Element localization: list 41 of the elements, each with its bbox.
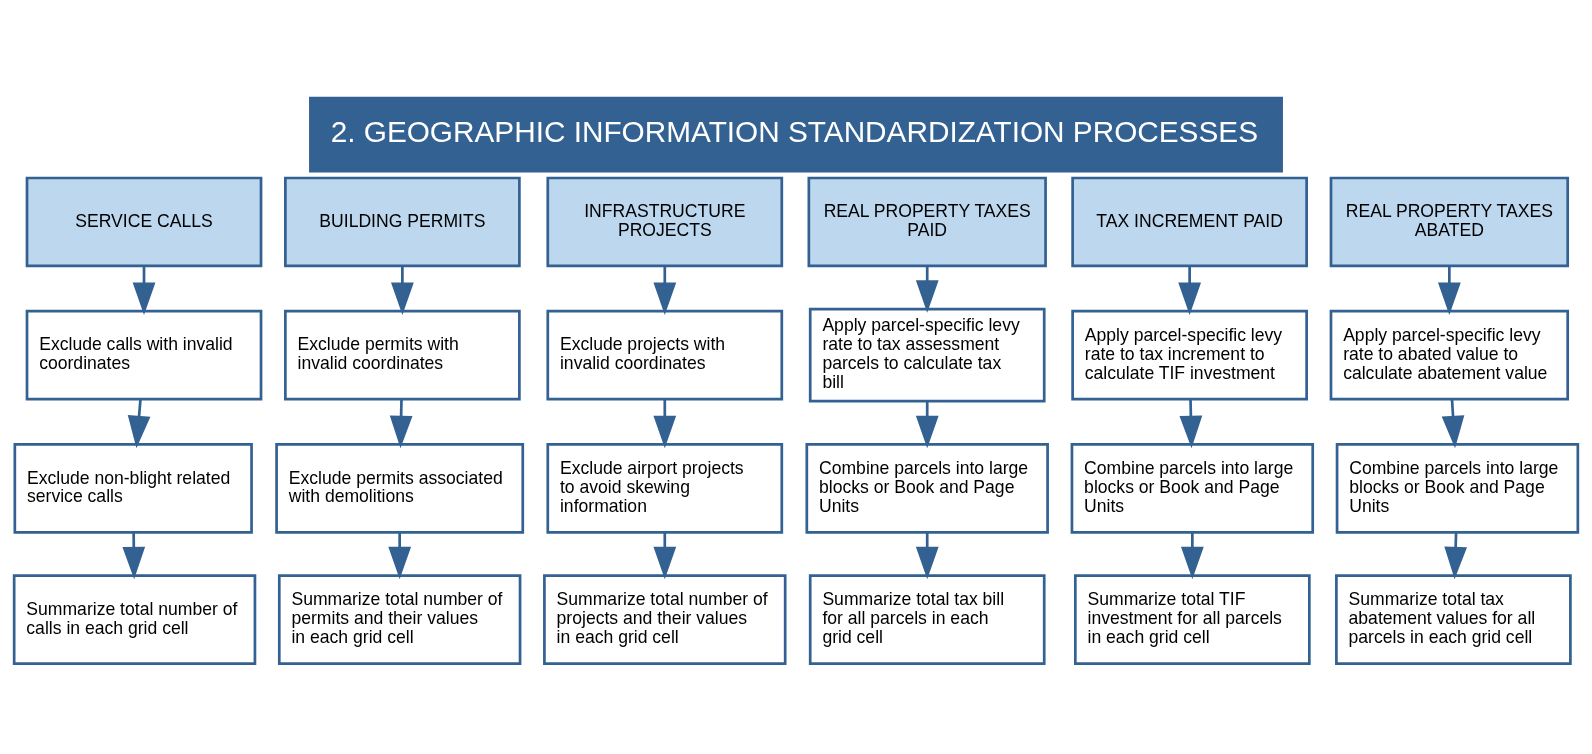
node-box: Exclude permits associated with demolitions <box>275 442 525 534</box>
arrow <box>1179 398 1203 448</box>
node-box: SERVICE CALLS <box>25 176 263 267</box>
node-box: Exclude projects with invalid coordinates <box>546 309 784 400</box>
node-box: Exclude permits with invalid coordinates <box>284 309 521 400</box>
node-box: REAL PROPERTY TAXES PAID <box>807 176 1047 267</box>
node-box: Combine parcels into large blocks or Book and Page Units <box>1335 442 1580 534</box>
arrow <box>915 400 939 448</box>
node-box: INFRASTRUCTURE PROJECTS <box>546 176 784 267</box>
arrow <box>915 265 939 313</box>
node-box: Apply parcel-specific levy rate to tax increment to calculate TIF investment <box>1071 309 1308 400</box>
node-box: Summarize total TIF investment for all parcels in each grid cell <box>1073 573 1311 665</box>
arrow <box>1441 398 1465 448</box>
arrow <box>1437 265 1461 315</box>
node-box: REAL PROPERTY TAXES ABATED <box>1329 176 1570 267</box>
node-box: Exclude airport projects to avoid skewing information <box>546 442 784 534</box>
node-box: Summarize total number of projects and their values in each grid cell <box>543 573 787 665</box>
arrow <box>389 398 413 448</box>
arrow <box>1180 532 1204 579</box>
arrow <box>127 398 151 448</box>
arrow <box>915 532 939 579</box>
arrow <box>1178 265 1201 315</box>
arrow <box>391 265 414 315</box>
node-box: TAX INCREMENT PAID <box>1071 176 1308 267</box>
diagram-title: 2. GEOGRAPHIC INFORMATION STANDARDIZATION PROCESSES <box>330 114 1258 148</box>
node-box: Summarize total number of permits and their values in each grid cell <box>277 573 522 665</box>
node-box: Summarize total number of calls in each grid cell <box>12 573 257 665</box>
node-box: Exclude calls with invalid coordinates <box>25 309 263 400</box>
node-box: BUILDING PERMITS <box>284 176 521 267</box>
arrow <box>653 532 677 579</box>
arrow <box>388 532 412 579</box>
arrow <box>122 532 146 579</box>
node-box: Exclude non-blight related service calls <box>13 442 253 534</box>
arrow <box>653 265 677 315</box>
arrow <box>653 398 677 448</box>
node-box: Apply parcel-specific levy rate to tax assessment parcels to calculate tax bill <box>808 307 1046 403</box>
node-box: Summarize total tax bill for all parcels in each grid cell <box>808 573 1046 665</box>
node-box: Apply parcel-specific levy rate to abated value to calculate abatement value <box>1329 309 1570 400</box>
node-box: Combine parcels into large blocks or Book and Page Units <box>805 442 1049 534</box>
node-box: Combine parcels into large blocks or Book and Page Units <box>1070 442 1315 534</box>
node-box: Summarize total tax abatement values for all parcels in each grid cell <box>1335 573 1572 665</box>
